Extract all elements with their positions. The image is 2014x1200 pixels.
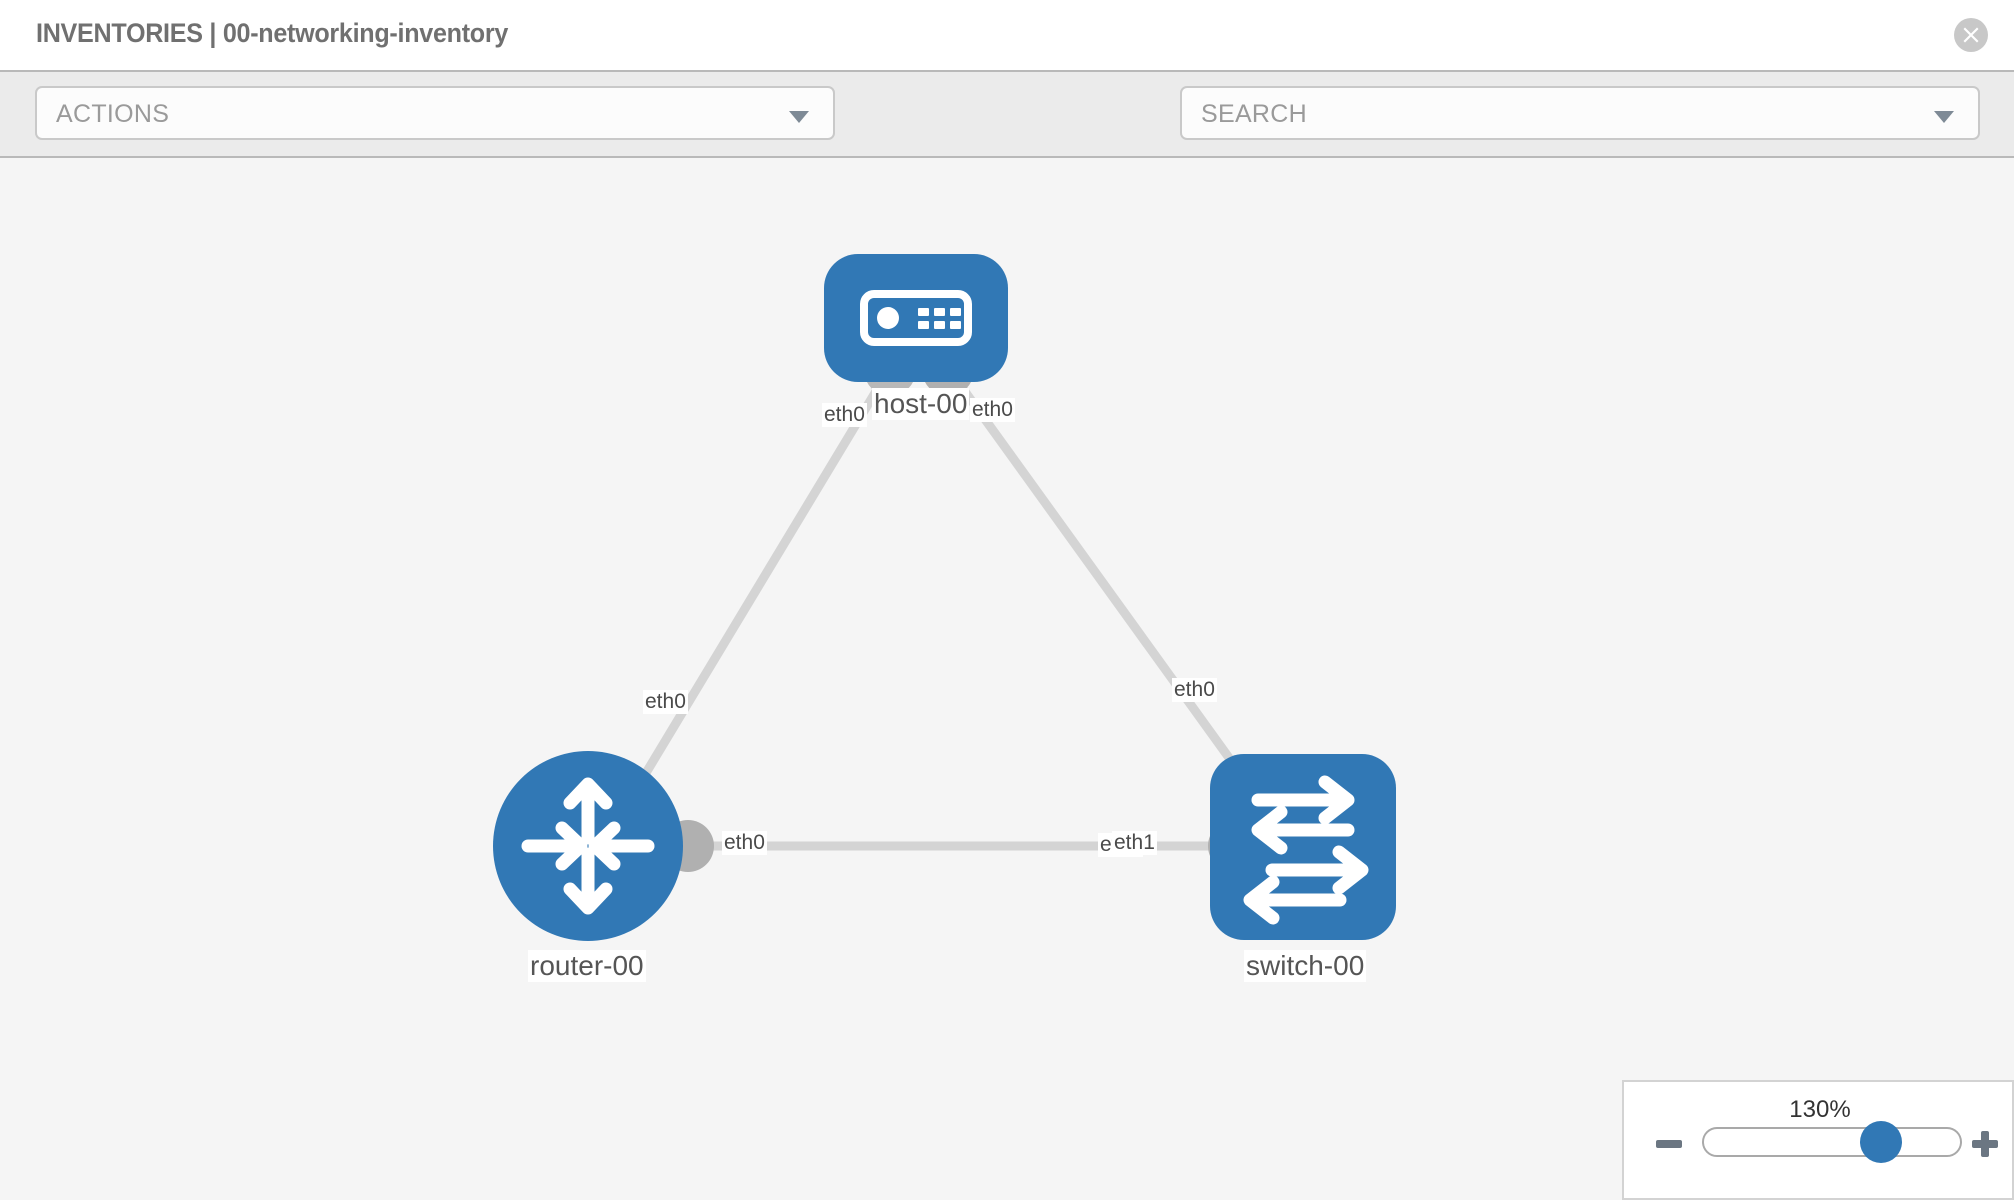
chevron-down-icon — [789, 111, 809, 123]
search-placeholder: SEARCH — [1201, 100, 1307, 128]
iface-label: eth0 — [643, 690, 688, 714]
link-line[interactable] — [610, 365, 894, 829]
iface-label: eth0 — [1172, 678, 1217, 702]
iface-label: eth0 — [970, 398, 1015, 422]
iface-label: eth0 — [722, 831, 767, 855]
node-shape[interactable] — [1210, 754, 1396, 940]
node-label-router-00: router-00 — [528, 950, 646, 982]
iface-label: eth1 — [1112, 831, 1157, 855]
zoom-in-button[interactable] — [1968, 1127, 2004, 1163]
node-shape[interactable] — [493, 751, 683, 941]
zoom-level-value: 130% — [1789, 1096, 1851, 1123]
zoom-in-icon-bar-v — [1981, 1131, 1989, 1157]
server-icon-led — [877, 307, 899, 329]
server-icon — [860, 290, 972, 346]
switch-arrows-icon — [1243, 775, 1369, 925]
zoom-slider-track[interactable] — [1702, 1127, 1962, 1157]
server-icon-vents — [918, 308, 961, 329]
actions-dropdown[interactable]: ACTIONS — [35, 86, 835, 140]
zoom-control-panel: 130% — [1622, 1080, 2014, 1200]
node-label-switch-00: switch-00 — [1244, 950, 1367, 982]
page-title: INVENTORIES | 00-networking-inventory — [36, 18, 509, 48]
toolbar: ACTIONS SEARCH — [0, 70, 2014, 204]
topology-canvas[interactable]: host-00 router-00 switch-00 eth0 eth0 et… — [0, 158, 2014, 1200]
iface-label: eth0 — [822, 403, 867, 427]
zoom-out-button[interactable] — [1656, 1140, 1682, 1148]
node-shape[interactable] — [824, 254, 1008, 382]
node-host-00[interactable] — [824, 254, 1008, 382]
router-arrows-icon — [521, 777, 655, 915]
node-label-host-00: host-00 — [872, 388, 970, 420]
topology-graph[interactable] — [0, 158, 2014, 1200]
link-host-router — [610, 365, 894, 829]
close-icon — [1963, 27, 1979, 43]
actions-dropdown-label: ACTIONS — [56, 100, 170, 128]
search-input[interactable]: SEARCH — [1180, 86, 1980, 140]
window-header: INVENTORIES | 00-networking-inventory — [0, 0, 2014, 70]
link-line[interactable] — [944, 365, 1262, 801]
close-button[interactable] — [1954, 18, 1988, 52]
node-switch-00[interactable] — [1210, 754, 1396, 940]
chevron-down-icon[interactable] — [1934, 111, 1954, 123]
node-router-00[interactable] — [493, 751, 683, 941]
zoom-slider-thumb[interactable] — [1860, 1121, 1902, 1163]
link-host-switch — [944, 365, 1262, 801]
